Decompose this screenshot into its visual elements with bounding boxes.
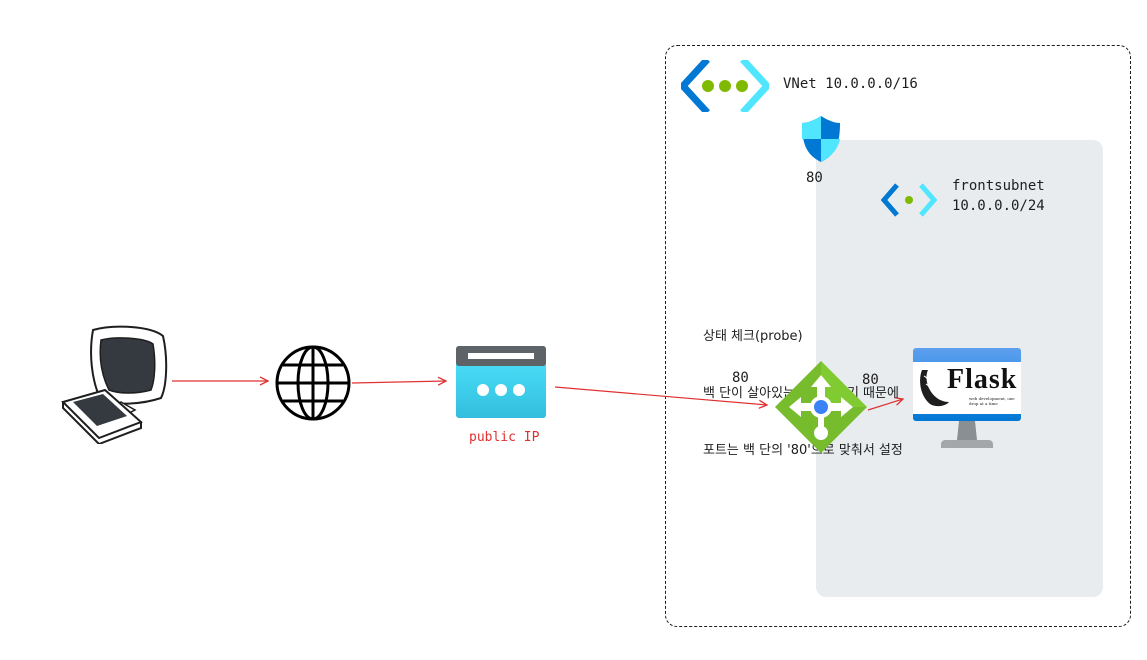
lb-frontend-port: 80 [732,370,749,386]
globe-icon [275,345,351,421]
flask-vm: Flask web development, one drop at a tim… [913,348,1021,450]
vnet-boundary [665,45,1131,627]
lb-backend-port: 80 [862,372,879,388]
arrow-internet-to-public-ip [351,381,446,383]
load-balancer-icon [775,361,867,453]
arrow-lb-to-vm [867,399,903,411]
computer-icon [61,325,168,444]
public-ip-label: public IP [469,430,540,445]
flask-horn-icon [920,370,949,407]
flask-logo-text: Flask [947,364,1018,395]
subnet-cidr: 10.0.0.0/24 [952,198,1045,214]
flask-tagline: web development, one drop at a time [969,396,1015,406]
probe-note-line-1: 상태 체크(probe) [703,329,803,344]
flask-logo: Flask web development, one drop at a tim… [913,362,1021,414]
subnet-icon [881,183,937,217]
vnet-icon [681,60,769,112]
subnet-name: frontsubnet [952,178,1045,194]
arrow-public-ip-to-lb [554,386,767,405]
shield-icon [802,116,840,162]
vnet-label: VNet 10.0.0.0/16 [783,76,918,92]
nsg-port-label: 80 [806,170,823,186]
public-ip-icon [456,346,546,418]
